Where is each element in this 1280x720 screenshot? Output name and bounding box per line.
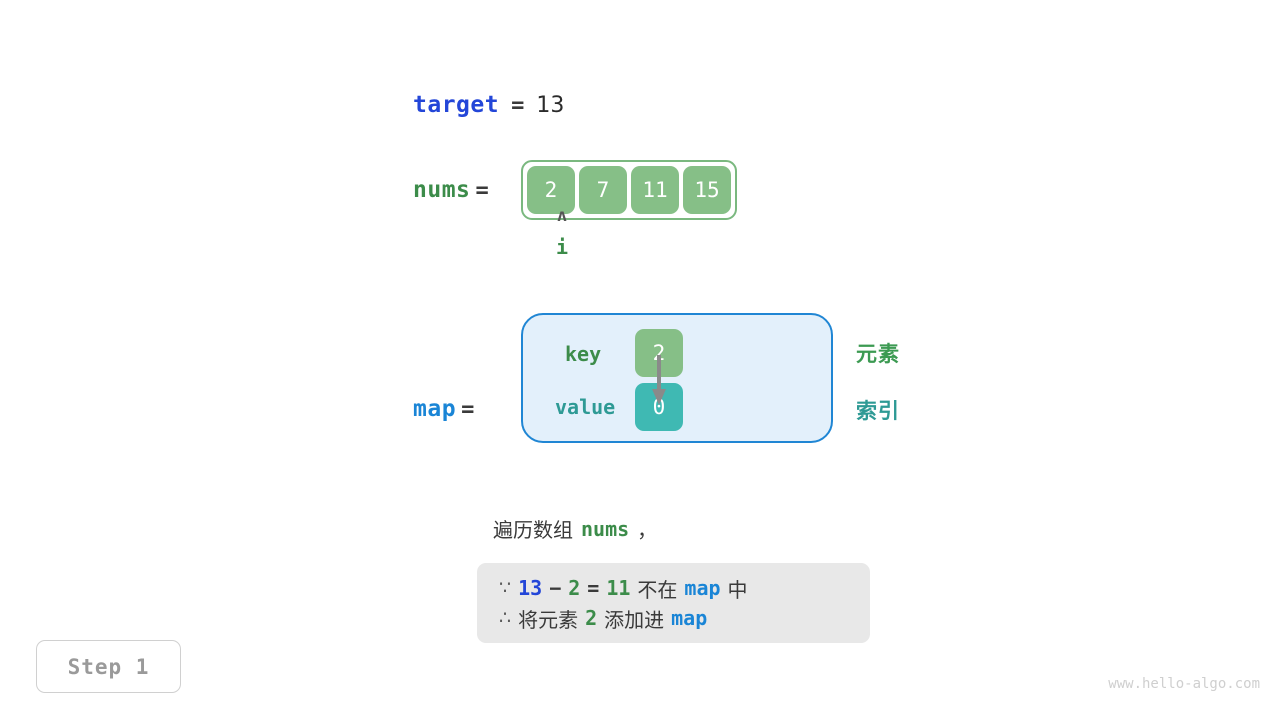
explain-map-token: map [671, 606, 708, 630]
map-label-group: map = [413, 334, 521, 422]
annotation-index: 索引 [856, 399, 900, 423]
explain-equals-sign: = [587, 576, 600, 600]
nums-variable-name: nums [413, 177, 471, 203]
target-value: 13 [536, 93, 565, 118]
watermark: www.hello-algo.com [1108, 676, 1260, 692]
description-line: 遍历数组 nums ， [493, 514, 657, 543]
description-suffix: ， [637, 518, 658, 542]
target-row: target = 13 [413, 92, 564, 118]
explain-add-into-text: 添加进 [604, 607, 665, 632]
because-symbol: ∵ [499, 577, 512, 599]
explain-tail-text: 中 [727, 577, 748, 602]
pointer-label-i: i [555, 235, 569, 259]
step-badge: Step 1 [36, 640, 181, 693]
description-variable: nums [581, 516, 630, 541]
nums-equals-sign: = [475, 178, 489, 203]
key-to-value-arrow-icon [652, 355, 666, 405]
map-value-label: value [555, 395, 616, 419]
explanation-line-2: ∴ 将元素 2 添加进 map [499, 603, 848, 633]
nums-array-container: 2 7 11 15 [521, 160, 737, 220]
caret-icon: ʌ [556, 206, 568, 226]
array-cell: 2 [527, 166, 575, 214]
annotation-element: 元素 [856, 342, 900, 366]
map-side-annotations: 元素 索引 [856, 338, 900, 425]
map-variable-name: map [413, 396, 457, 422]
map-row: map = key value 2 0 [413, 313, 833, 443]
explanation-box: ∵ 13 − 2 = 11 不在 map 中 ∴ 将元素 2 添加进 map [477, 563, 870, 643]
explain-operand-current: 2 [568, 576, 581, 600]
therefore-symbol: ∴ [499, 607, 512, 629]
array-cell: 7 [579, 166, 627, 214]
target-equals-sign: = [511, 93, 525, 118]
map-equals-sign: = [461, 397, 475, 422]
explain-operand-target: 13 [518, 576, 543, 600]
explain-not-in-text: 不在 [637, 577, 678, 602]
nums-row: nums = 2 7 11 15 [413, 160, 737, 220]
explain-minus-sign: − [549, 576, 562, 600]
target-variable-name: target [413, 92, 500, 118]
explanation-line-1: ∵ 13 − 2 = 11 不在 map 中 [499, 573, 848, 603]
array-cell: 11 [631, 166, 679, 214]
nums-label-group: nums = [413, 177, 521, 203]
array-cell: 15 [683, 166, 731, 214]
explain-add-text: 将元素 [518, 607, 579, 632]
explain-map-token: map [684, 576, 721, 600]
explain-result: 11 [606, 576, 631, 600]
index-pointer-group: ʌ i [538, 206, 586, 260]
map-key-label: key [565, 342, 602, 366]
explain-added-value: 2 [585, 606, 598, 630]
map-container: key value 2 0 [521, 313, 833, 443]
description-prefix: 遍历数组 [493, 518, 573, 542]
